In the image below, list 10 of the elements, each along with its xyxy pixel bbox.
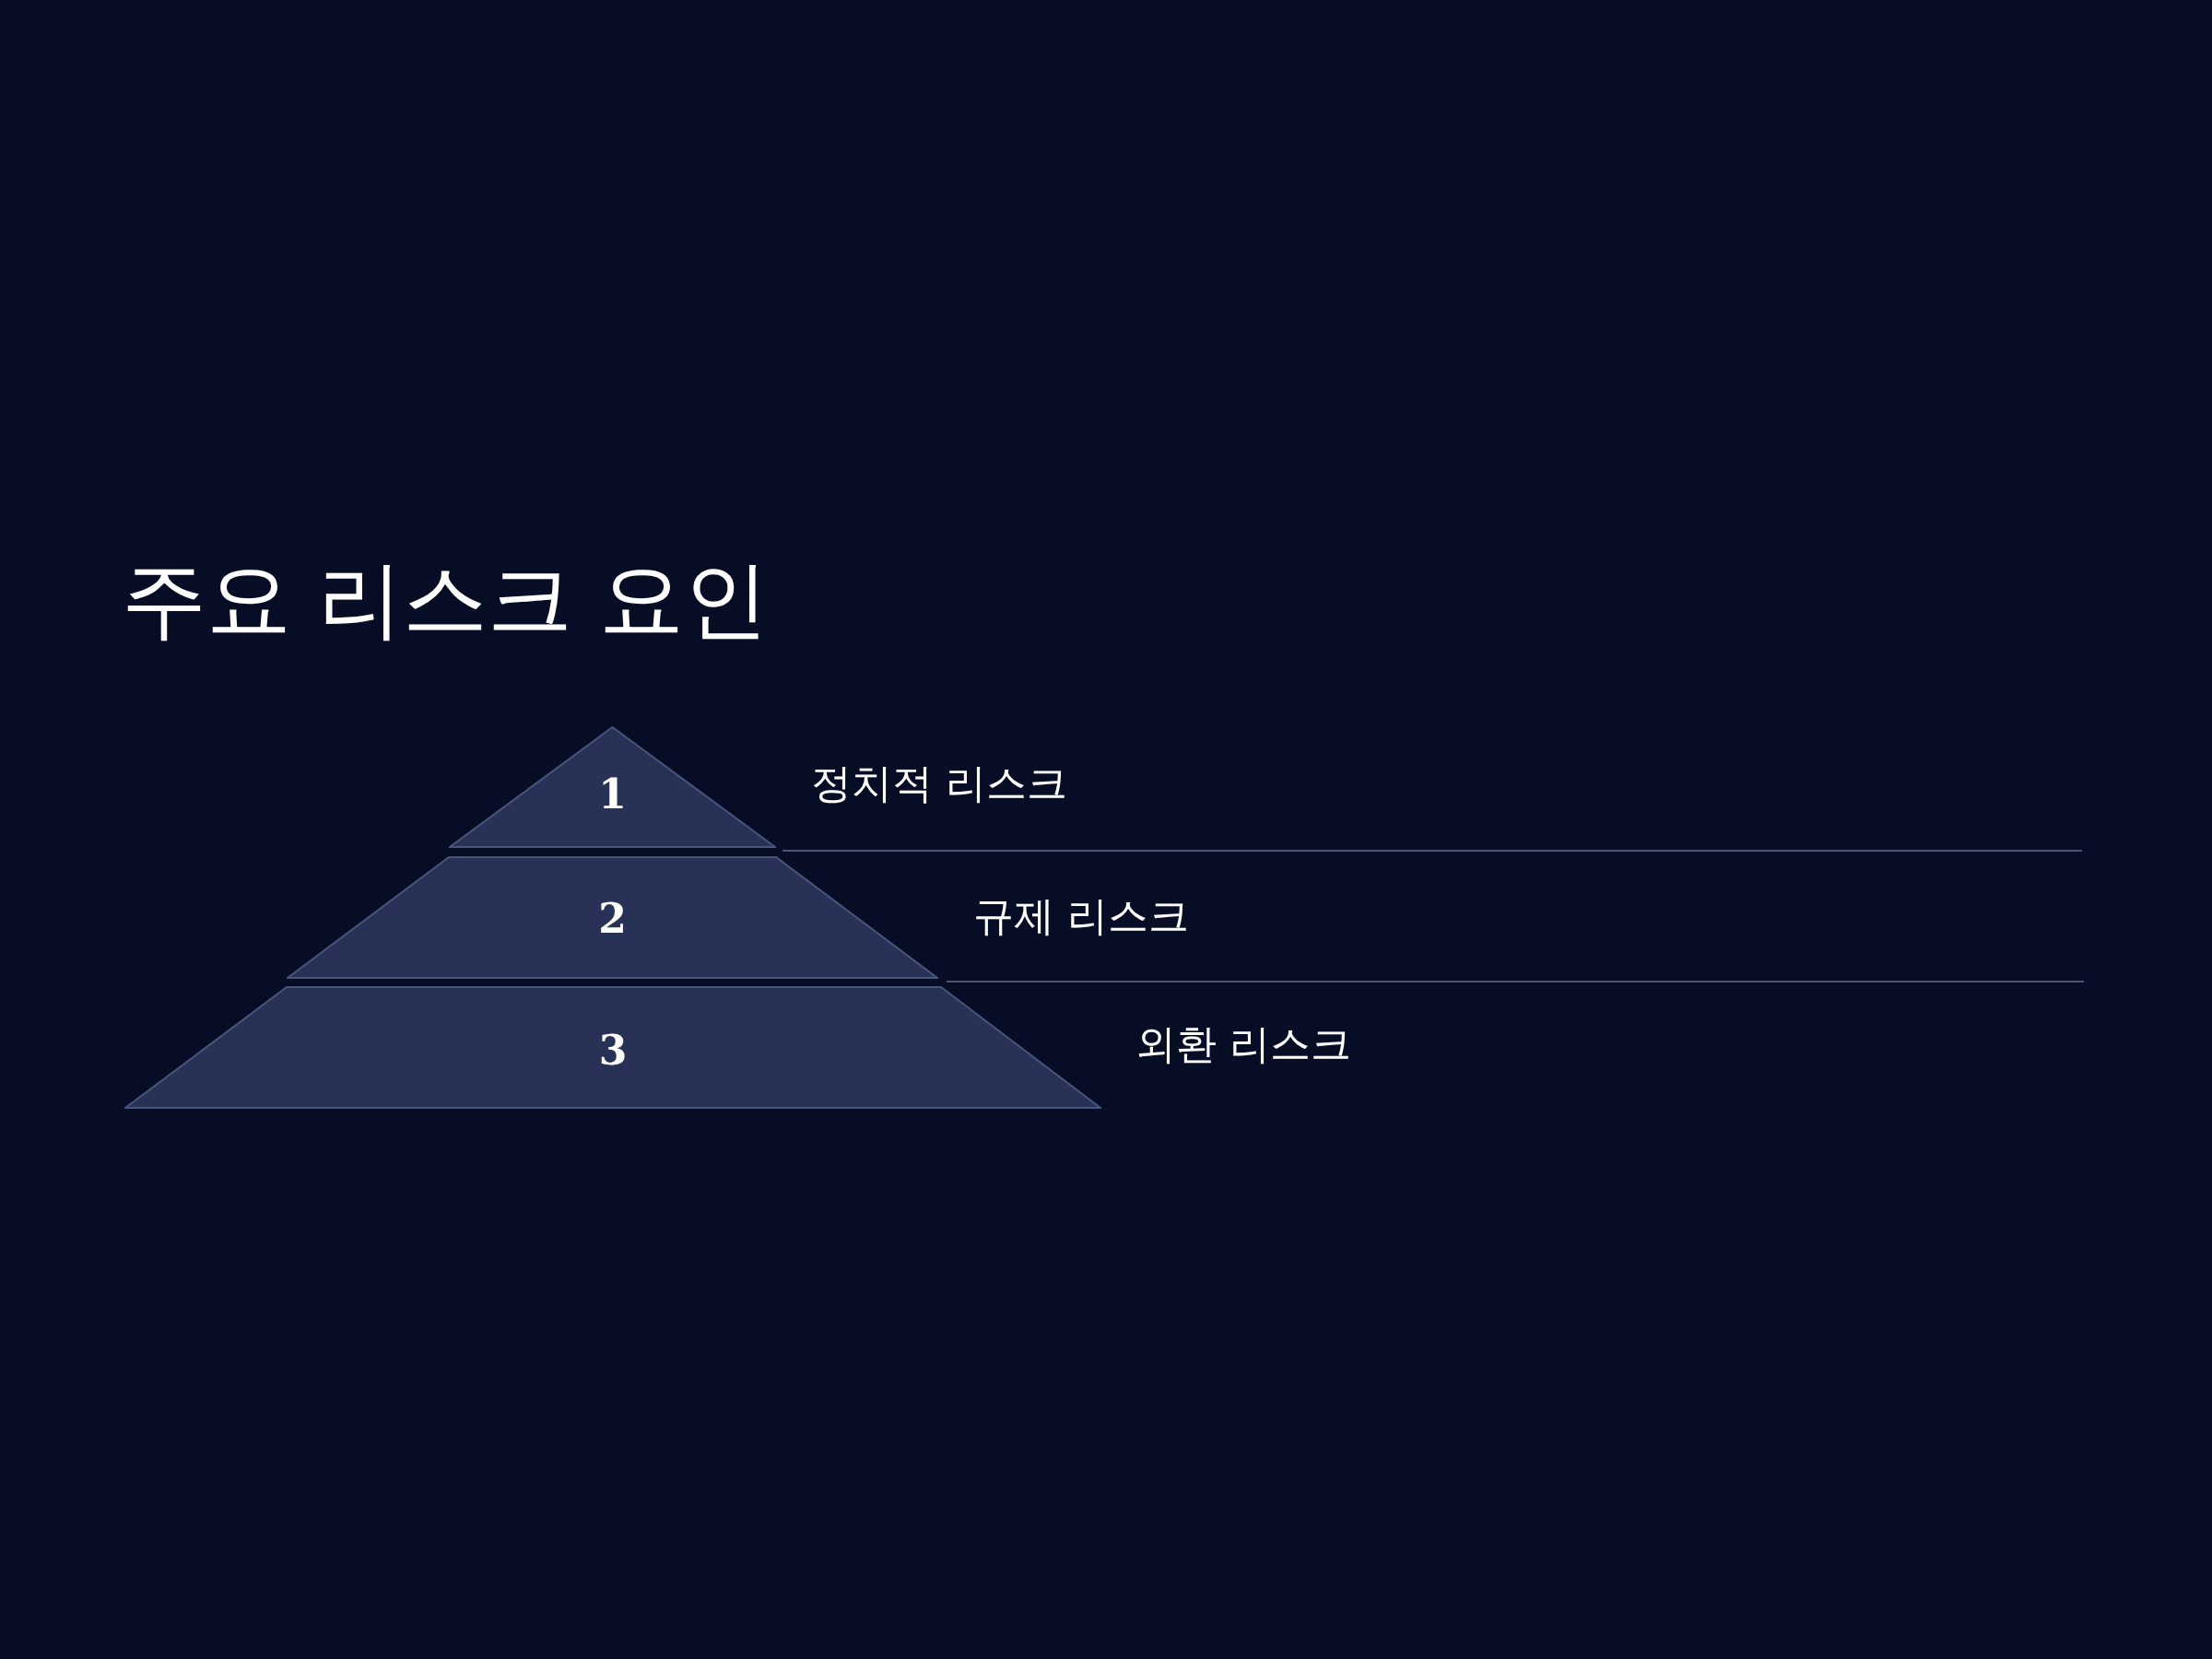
- pyramid-tier: [287, 856, 938, 979]
- tier-label: 외환 리스크: [1135, 1024, 1351, 1065]
- tier-number: 2: [598, 899, 627, 939]
- tier-number: 3: [598, 1030, 628, 1071]
- tier-label: 규제 리스크: [973, 896, 1189, 936]
- tier-label: 정치적 리스크: [811, 763, 1067, 804]
- pyramid-top: [449, 726, 776, 848]
- title: 주요 리스크 요인: [122, 553, 770, 647]
- pyramid-tier: [124, 986, 1101, 1109]
- tier-number: 1: [598, 774, 627, 815]
